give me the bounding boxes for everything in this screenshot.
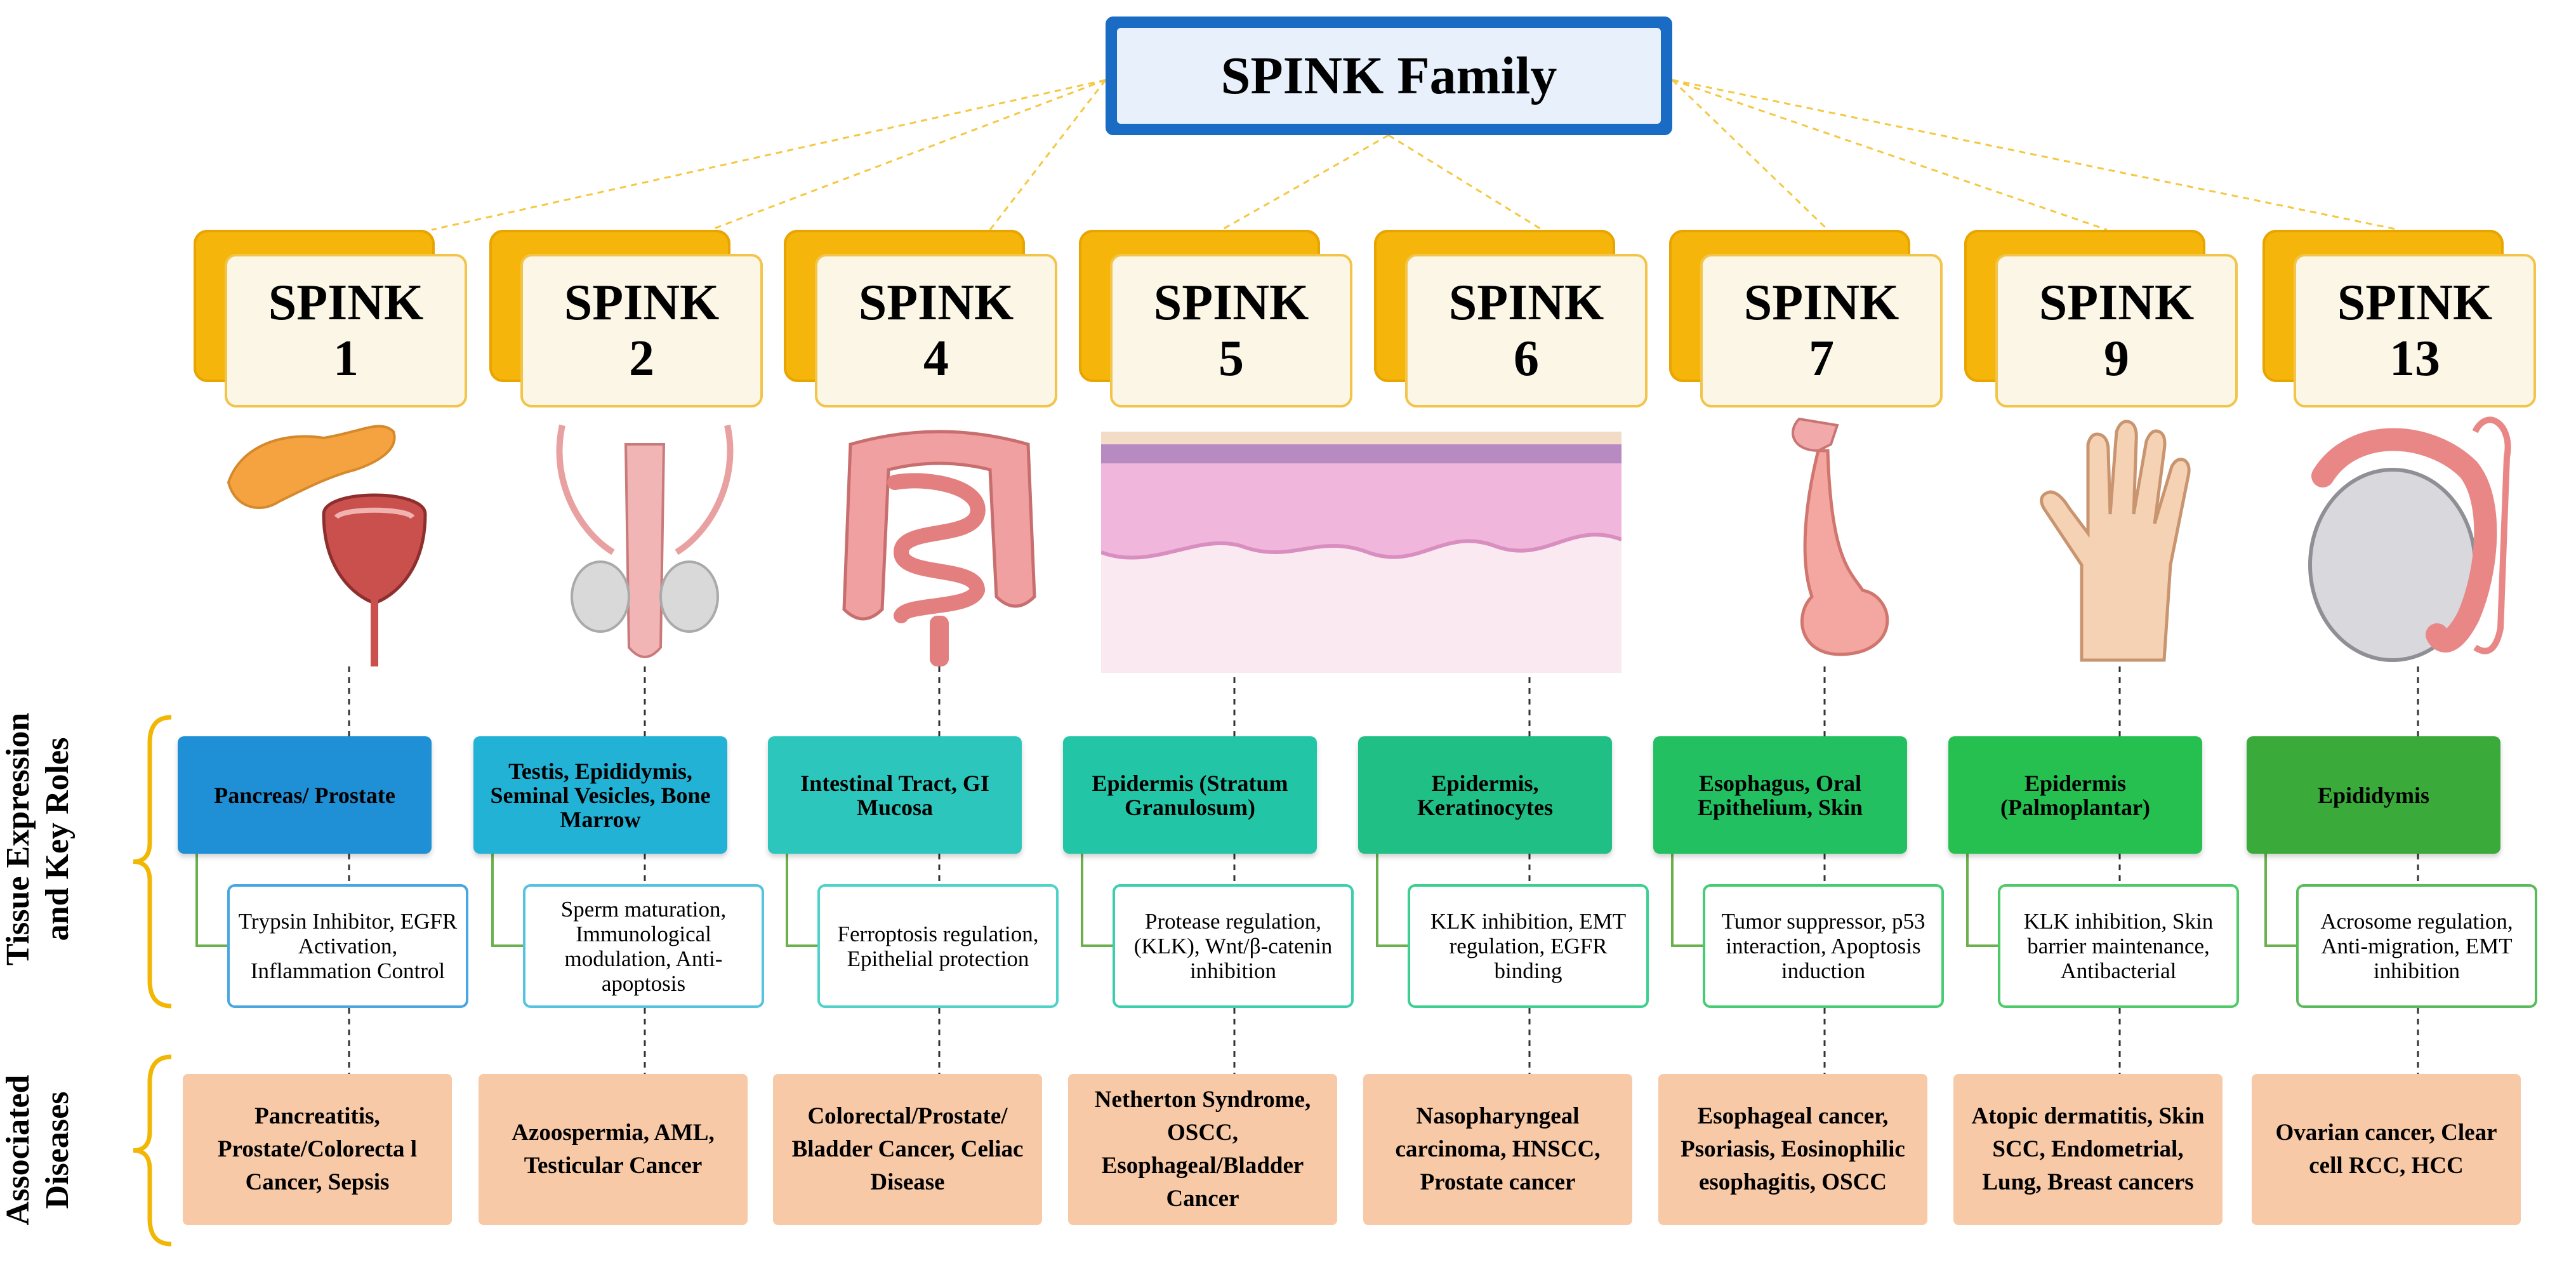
tissue-box: Epidermis (Stratum Granulosum) [1063, 736, 1317, 854]
title-connector-4 [1221, 134, 1389, 231]
member-name: SPINK [268, 275, 424, 331]
member-number: 2 [629, 331, 654, 387]
disease-box: Ovarian cancer, Clear cell RCC, HCC [2252, 1074, 2521, 1225]
title-connector-5 [1388, 134, 1543, 231]
side-label-diseases-line2: Diseases [39, 1091, 76, 1209]
member-number: 1 [333, 331, 359, 387]
hand-icon [2040, 420, 2191, 662]
key-roles-box: Tumor suppressor, p53 interaction, Apopt… [1703, 884, 1944, 1008]
role-elbow-connector [786, 854, 817, 947]
esophagus-icon [1792, 417, 1889, 656]
member-number: 7 [1809, 331, 1834, 387]
member-name: SPINK [1448, 275, 1604, 331]
member-number: 13 [2389, 331, 2440, 387]
title-connector-6 [1671, 79, 1829, 231]
page-title: SPINK Family [1117, 28, 1661, 124]
title-connector-1 [431, 79, 1106, 231]
member-name: SPINK [1743, 275, 1899, 331]
member-name: SPINK [1153, 275, 1309, 331]
role-elbow-connector [195, 854, 227, 947]
tissue-box: Testis, Epididymis, Seminal Vesicles, Bo… [473, 736, 727, 854]
key-roles-box: KLK inhibition, Skin barrier maintenance… [1998, 884, 2239, 1008]
side-label-tissue-line2: and Key Roles [39, 737, 76, 941]
key-roles-box: Ferroptosis regulation, Epithelial prote… [817, 884, 1059, 1008]
title-connector-3 [989, 79, 1107, 230]
role-elbow-connector [491, 854, 523, 947]
disease-box: Nasopharyngeal carcinoma, HNSCC, Prostat… [1363, 1074, 1632, 1225]
tissue-box: Pancreas/ Prostate [178, 736, 432, 854]
pancreas-prostate-icon [227, 425, 427, 666]
disease-box: Atopic dermatitis, Skin SCC, Endometrial… [1953, 1074, 2223, 1225]
key-roles-box: KLK inhibition, EMT regulation, EGFR bin… [1408, 884, 1649, 1008]
title-connector-8 [1672, 79, 2400, 231]
tissue-bracket [133, 715, 172, 1009]
key-roles-box: Trypsin Inhibitor, EGFR Activation, Infl… [227, 884, 468, 1008]
member-name: SPINK [858, 275, 1014, 331]
testis-epididymis-icon [2308, 416, 2511, 662]
member-name: SPINK [2038, 275, 2195, 331]
role-elbow-connector [2264, 854, 2296, 947]
tissue-box: Intestinal Tract, GI Mucosa [768, 736, 1022, 854]
role-elbow-connector [1376, 854, 1408, 947]
role-elbow-connector [1966, 854, 1998, 947]
skin-layers-icon [1101, 432, 1622, 673]
side-label-diseases: Associated Diseases [0, 1074, 77, 1226]
intestine-icon [842, 430, 1036, 666]
side-label-tissue: Tissue Expression and Key Roles [0, 699, 77, 979]
key-roles-box: Protease regulation, (KLK), Wnt/β-cateni… [1113, 884, 1354, 1008]
key-roles-box: Acrosome regulation, Anti-migration, EMT… [2296, 884, 2537, 1008]
disease-box: Esophageal cancer, Psoriasis, Eosinophil… [1658, 1074, 1927, 1225]
tissue-box: Esophagus, Oral Epithelium, Skin [1653, 736, 1907, 854]
side-label-diseases-line1: Associated [0, 1075, 36, 1226]
title-connector-7 [1672, 79, 2108, 231]
side-label-tissue-line1: Tissue Expression [0, 712, 36, 966]
member-name: SPINK [564, 275, 720, 331]
disease-box: Azoospermia, AML, Testicular Cancer [479, 1074, 748, 1225]
member-name: SPINK [2337, 275, 2493, 331]
title-connector-2 [710, 79, 1106, 231]
key-roles-box: Sperm maturation, Immunological modulati… [523, 884, 764, 1008]
title-box: SPINK Family [1106, 17, 1672, 135]
male-reproductive-icon [556, 424, 734, 658]
tissue-box: Epidermis (Palmoplantar) [1948, 736, 2202, 854]
member-number: 6 [1514, 331, 1539, 387]
tissue-box: Epididymis [2247, 736, 2500, 854]
disease-box: Pancreatitis, Prostate/Colorecta l Cance… [183, 1074, 452, 1225]
role-elbow-connector [1081, 854, 1113, 947]
member-number: 9 [2104, 331, 2129, 387]
diseases-bracket [133, 1054, 172, 1247]
disease-box: Colorectal/Prostate/ Bladder Cancer, Cel… [773, 1074, 1042, 1225]
member-number: 4 [923, 331, 949, 387]
member-number: 5 [1219, 331, 1244, 387]
disease-box: Netherton Syndrome, OSCC, Esophageal/Bla… [1068, 1074, 1337, 1225]
role-elbow-connector [1671, 854, 1703, 947]
tissue-box: Epidermis, Keratinocytes [1358, 736, 1612, 854]
